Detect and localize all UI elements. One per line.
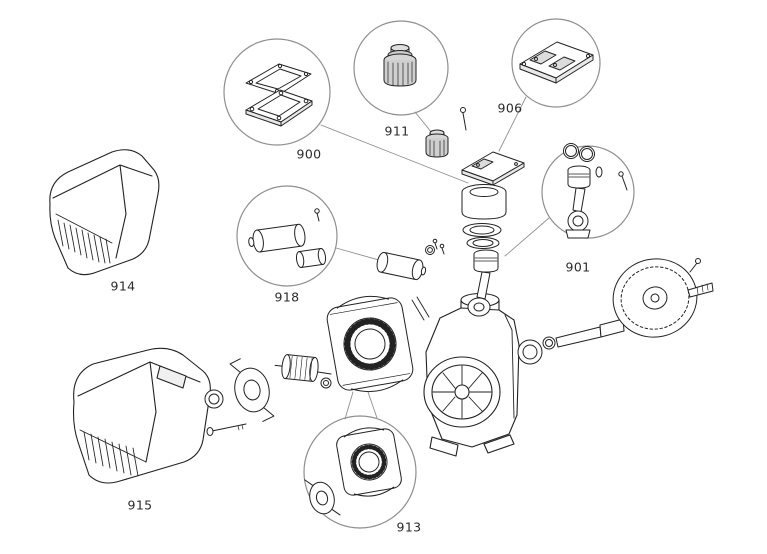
part-label-915: 915 <box>127 497 153 513</box>
crankshaft-drawing <box>517 258 714 365</box>
motor-stator-drawing <box>326 295 430 393</box>
cylinder-stack-drawing <box>425 107 525 317</box>
part-label-906: 906 <box>497 100 523 116</box>
cartridge-918-drawing <box>248 208 327 268</box>
part-label-901: 901 <box>565 259 591 275</box>
part-label-914: 914 <box>110 278 136 294</box>
crankcase-drawing <box>423 292 520 457</box>
filter-911-drawing <box>383 44 417 87</box>
leader-lines <box>320 96 550 420</box>
part-label-918: 918 <box>274 289 300 305</box>
cover-915-drawing <box>72 347 211 484</box>
cartridge-installed-drawing <box>376 238 445 281</box>
part-label-913: 913 <box>396 519 422 535</box>
callout-circle-906 <box>511 18 601 108</box>
rotor-end-bracket-drawing <box>204 354 332 436</box>
cover-914-drawing <box>49 149 160 276</box>
callout-circle-918 <box>236 185 338 287</box>
valve-plate-906-drawing <box>519 41 594 84</box>
callout-circle-900 <box>223 38 331 146</box>
callout-circle-913 <box>303 415 417 529</box>
callout-circle-911 <box>353 20 449 116</box>
piston-rod-901-drawing <box>563 143 628 239</box>
part-label-911: 911 <box>384 123 410 139</box>
part-label-900: 900 <box>296 146 322 162</box>
stator-913-drawing <box>304 427 402 516</box>
gasket-set-900-drawing <box>245 63 313 127</box>
